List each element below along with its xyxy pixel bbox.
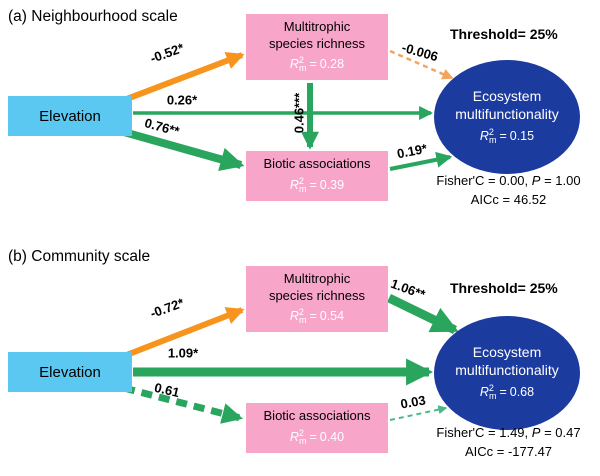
richness-r2-b: R2m=0.54 <box>290 307 344 327</box>
emf-r2-a: R2m=0.15 <box>480 127 534 147</box>
richness-title-line1-a: Multitrophic <box>283 19 351 35</box>
r-letter: R <box>289 429 299 444</box>
emf-title-line1-a: Ecosystem <box>472 88 542 105</box>
equals-sign: = <box>309 429 317 444</box>
equals-sign: = <box>309 56 317 71</box>
richness-r2-a: R2m=0.28 <box>290 55 344 75</box>
r-sub: m <box>298 436 307 447</box>
panel-b-label: (b) Community scale <box>8 248 151 265</box>
fisher-c-b: Fisher'C = 1.49, <box>436 425 529 440</box>
richness-node-a: Multitrophic species richness R2m=0.28 <box>246 14 388 80</box>
biotic-node-a: Biotic associations R2m=0.39 <box>246 151 388 201</box>
emf-node-a: Ecosystem multifunctionality R2m=0.15 <box>434 60 580 174</box>
fisher-c-a: Fisher'C = 0.00, <box>436 173 529 188</box>
biotic-node-b: Biotic associations R2m=0.40 <box>246 403 388 453</box>
p-label-b: P <box>531 425 541 440</box>
r-sub: m <box>488 135 497 146</box>
richness-title-b: Multitrophic species richness <box>269 271 365 304</box>
r-sup: 2 <box>298 427 304 438</box>
emf-r2-b: R2m=0.68 <box>480 383 534 403</box>
biotic-title-b: Biotic associations <box>263 408 371 424</box>
equals-sign: = <box>499 384 507 399</box>
r-sup: 2 <box>298 54 304 65</box>
r-sup: 2 <box>298 175 304 186</box>
coef-elev-emf-b: 1.09* <box>167 345 199 361</box>
r-sub: m <box>298 63 307 74</box>
arrow-elevation-to-richness-a <box>122 52 245 103</box>
arrow-richness-to-emf-b <box>387 293 459 335</box>
equals-sign: = <box>309 177 317 192</box>
p-value-b: = 0.47 <box>544 425 581 440</box>
r-sup: 2 <box>298 306 304 317</box>
r-sup: 2 <box>488 382 494 393</box>
emf-title-line2-b: multifunctionality <box>455 362 559 379</box>
aicc-line-a: AICc = 46.52 <box>470 191 547 207</box>
panel-a-threshold: Threshold= 25% <box>450 26 558 42</box>
arrow-elevation-to-biotic-b <box>123 384 244 424</box>
richness-title-line1-b: Multitrophic <box>283 271 351 287</box>
r-sup: 2 <box>488 126 494 137</box>
elevation-node-b: Elevation <box>8 352 132 392</box>
emf-r2-value-a: 0.15 <box>509 128 535 143</box>
p-value-a: = 1.00 <box>544 173 581 188</box>
equals-sign: = <box>309 308 317 323</box>
r-letter: R <box>479 128 489 143</box>
equals-sign: = <box>499 128 507 143</box>
arrow-elevation-to-richness-b <box>122 307 245 359</box>
fit-stats-a: Fisher'C = 0.00, P = 1.00 AICc = 46.52 <box>416 172 600 210</box>
biotic-title-a: Biotic associations <box>263 156 371 172</box>
r-sub: m <box>298 315 307 326</box>
elevation-label-b: Elevation <box>39 363 101 381</box>
emf-title-line1-b: Ecosystem <box>472 344 542 361</box>
coef-richness-biotic-a: 0.46*** <box>291 92 307 134</box>
arrow-richness-to-emf-a <box>389 49 454 80</box>
panel-b-threshold: Threshold= 25% <box>450 280 558 296</box>
elevation-label-a: Elevation <box>39 107 101 125</box>
r-sub: m <box>298 184 307 195</box>
richness-r2-value-a: 0.28 <box>319 56 345 71</box>
richness-title-line2-a: species richness <box>268 35 366 51</box>
arrow-biotic-to-emf-b <box>389 405 448 421</box>
richness-r2-value-b: 0.54 <box>319 308 345 323</box>
emf-r2-value-b: 0.68 <box>509 384 535 399</box>
fisher-line-b: Fisher'C = 1.49, P = 0.47 <box>416 424 600 443</box>
p-label-a: P <box>531 173 541 188</box>
arrow-elevation-to-biotic-a <box>122 128 245 172</box>
aicc-line-b: AICc = -177.47 <box>464 443 553 459</box>
emf-title-line2-a: multifunctionality <box>455 106 559 123</box>
r-letter: R <box>289 56 299 71</box>
coef-elev-emf-a: 0.26* <box>166 92 198 108</box>
r-letter: R <box>289 308 299 323</box>
richness-title-a: Multitrophic species richness <box>269 19 365 52</box>
biotic-r2-value-b: 0.40 <box>319 429 345 444</box>
panel-a-label: (a) Neighbourhood scale <box>8 8 178 25</box>
r-sub: m <box>488 391 497 402</box>
arrow-biotic-to-emf-a <box>389 151 453 171</box>
r-letter: R <box>289 177 299 192</box>
fisher-line-a: Fisher'C = 0.00, P = 1.00 <box>416 172 600 191</box>
fit-stats-b: Fisher'C = 1.49, P = 0.47 AICc = -177.47 <box>416 424 600 462</box>
biotic-r2-value-a: 0.39 <box>319 177 345 192</box>
emf-node-b: Ecosystem multifunctionality R2m=0.68 <box>434 316 580 430</box>
r-letter: R <box>479 384 489 399</box>
biotic-r2-b: R2m=0.40 <box>290 428 344 448</box>
elevation-node-a: Elevation <box>8 96 132 136</box>
biotic-r2-a: R2m=0.39 <box>290 176 344 196</box>
richness-node-b: Multitrophic species richness R2m=0.54 <box>246 266 388 332</box>
richness-title-line2-b: species richness <box>268 287 366 303</box>
